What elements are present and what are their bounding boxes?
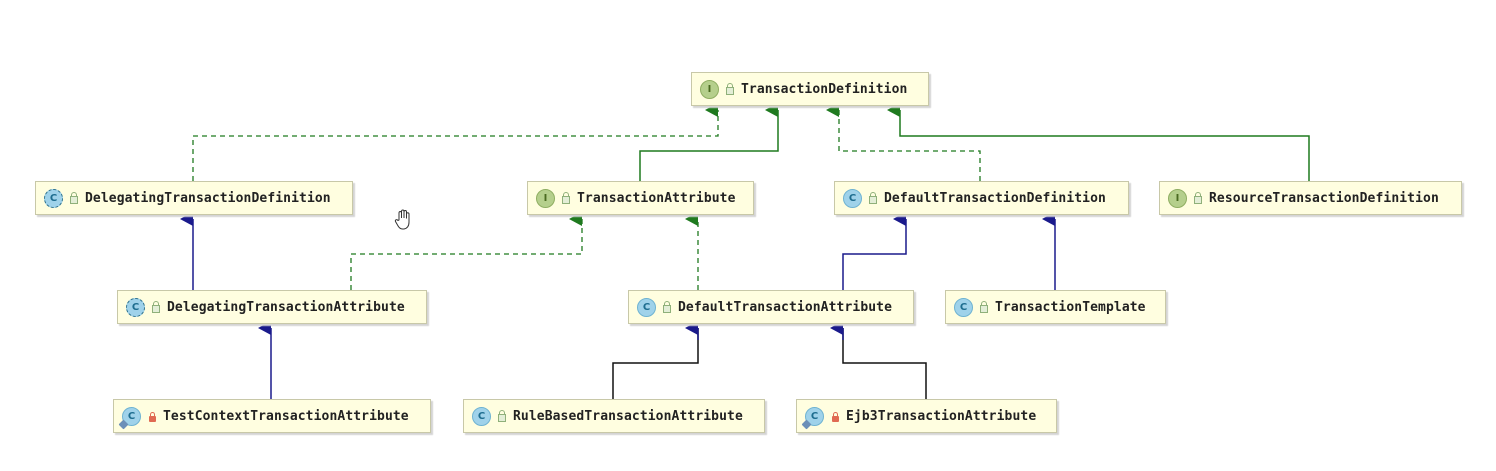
edge-transaction-attribute-to-transaction-def — [639, 103, 779, 181]
node-label: RuleBasedTransactionAttribute — [513, 408, 743, 424]
class-icon: C — [801, 406, 824, 429]
edge-delegating-attr-to-transaction-attribute — [350, 212, 583, 290]
edge-default-attr-to-default-def — [842, 212, 907, 290]
public-lock-icon — [1193, 192, 1203, 204]
edge-rule-based-to-default-attr — [612, 328, 699, 399]
node-resource-transaction-definition[interactable]: I ResourceTransactionDefinition — [1159, 181, 1462, 215]
interface-icon: I — [536, 188, 555, 208]
node-label: TransactionAttribute — [577, 190, 736, 206]
node-label: TestContextTransactionAttribute — [163, 408, 409, 424]
public-lock-icon — [662, 301, 672, 313]
node-ejb3-transaction-attribute[interactable]: C Ejb3TransactionAttribute — [796, 399, 1057, 433]
node-label: ResourceTransactionDefinition — [1209, 190, 1439, 206]
interface-icon: I — [1168, 188, 1187, 208]
class-icon: C — [843, 188, 862, 208]
node-default-transaction-attribute[interactable]: C DefaultTransactionAttribute — [628, 290, 914, 324]
node-label: TransactionTemplate — [995, 299, 1146, 315]
class-icon: C — [472, 406, 491, 426]
class-icon: C — [954, 297, 973, 317]
edge-ejb3-to-default-attr — [842, 328, 927, 399]
public-lock-icon — [497, 410, 507, 422]
node-label: DefaultTransactionDefinition — [884, 190, 1106, 206]
edge-delegating-def-to-transaction-def — [192, 103, 719, 181]
node-label: DelegatingTransactionDefinition — [85, 190, 331, 206]
class-icon: C — [637, 297, 656, 317]
node-label: Ejb3TransactionAttribute — [846, 408, 1037, 424]
node-transaction-attribute[interactable]: I TransactionAttribute — [527, 181, 754, 215]
private-lock-icon — [830, 410, 840, 422]
node-delegating-transaction-definition[interactable]: C DelegatingTransactionDefinition — [35, 181, 353, 215]
node-delegating-transaction-attribute[interactable]: C DelegatingTransactionAttribute — [117, 290, 427, 324]
public-lock-icon — [69, 192, 79, 204]
abstract-class-icon: C — [126, 297, 145, 317]
node-transaction-definition[interactable]: I TransactionDefinition — [691, 72, 929, 106]
edge-default-def-to-transaction-def — [826, 103, 981, 181]
node-label: DelegatingTransactionAttribute — [167, 299, 405, 315]
node-transaction-template[interactable]: C TransactionTemplate — [945, 290, 1166, 324]
hand-cursor-icon — [394, 209, 410, 230]
node-default-transaction-definition[interactable]: C DefaultTransactionDefinition — [834, 181, 1129, 215]
node-rule-based-transaction-attribute[interactable]: C RuleBasedTransactionAttribute — [463, 399, 765, 433]
abstract-class-icon: C — [44, 188, 63, 208]
interface-icon: I — [700, 79, 719, 99]
public-lock-icon — [868, 192, 878, 204]
edge-resource-def-to-transaction-def — [887, 103, 1310, 181]
node-test-context-transaction-attribute[interactable]: C TestContextTransactionAttribute — [113, 399, 431, 433]
public-lock-icon — [151, 301, 161, 313]
public-lock-icon — [725, 83, 735, 95]
class-icon: C — [118, 406, 141, 429]
node-label: DefaultTransactionAttribute — [678, 299, 893, 315]
node-label: TransactionDefinition — [741, 81, 908, 97]
private-lock-icon — [147, 410, 157, 422]
public-lock-icon — [561, 192, 571, 204]
public-lock-icon — [979, 301, 989, 313]
